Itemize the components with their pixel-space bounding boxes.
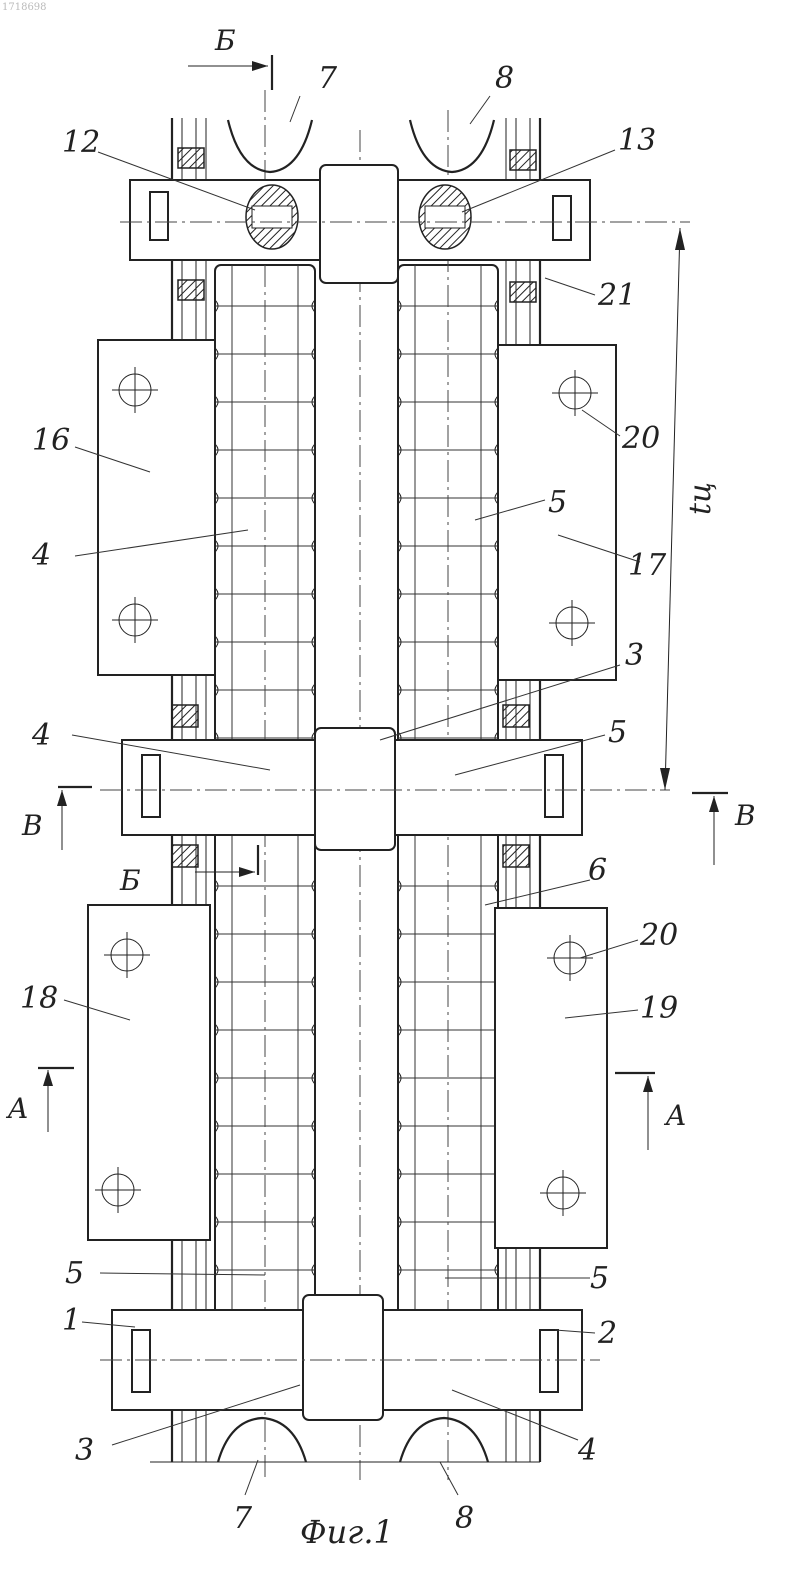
section-label-b-right: В [734,799,756,832]
section-label-be-top: Б [214,24,236,57]
plate-16 [98,340,215,675]
callout-7-top: 7 [318,61,338,96]
callout-8-bottom: 8 [455,1501,474,1536]
callout-16: 16 [32,423,70,458]
callout-5-bottom-left: 5 [65,1256,84,1291]
document-number: 1718698 [2,2,47,13]
pitch-dimension: tц [660,228,718,790]
section-label-b-left: В [21,809,43,842]
plate-19 [495,908,607,1248]
callout-5-mid: 5 [608,715,627,750]
callout-7-bottom: 7 [233,1501,253,1536]
plate-18 [88,905,210,1240]
callout-6: 6 [588,853,607,888]
callout-2: 2 [597,1316,617,1351]
section-label-a-right: A [663,1099,686,1132]
pitch-label: tц [683,482,718,515]
callout-4-bottom: 4 [577,1433,597,1468]
callout-20-bottom: 20 [639,918,678,953]
callout-5-bottom-right: 5 [590,1261,609,1296]
figure-caption: Фиг.1 [300,1513,394,1551]
section-label-be-bottom: Б [119,864,141,897]
callout-12: 12 [62,125,100,160]
callout-3-bottom: 3 [75,1433,94,1468]
callout-17: 17 [628,548,667,583]
callout-4-upper: 4 [31,538,51,573]
callout-21: 21 [597,278,636,313]
callout-4-mid: 4 [31,718,51,753]
section-label-a-left: A [5,1092,28,1125]
callout-18: 18 [20,981,58,1016]
callout-5-upper: 5 [548,485,567,520]
middle-cross-axle [122,705,582,867]
callout-1: 1 [62,1303,81,1338]
callout-3-top: 3 [625,638,644,673]
callout-19: 19 [640,991,678,1026]
callout-8-top: 8 [495,61,514,96]
callout-13: 13 [618,123,656,158]
callout-20-top: 20 [621,421,660,456]
